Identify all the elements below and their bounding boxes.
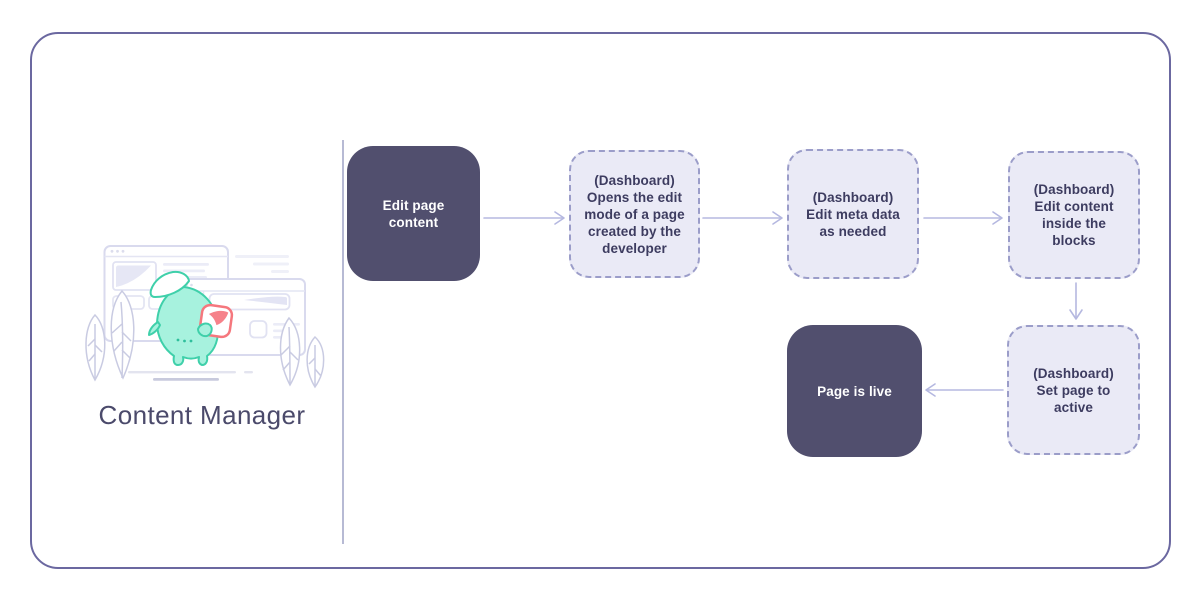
mascot-hand-icon [196, 322, 213, 338]
flow-node-label: (Dashboard) Opens the edit mode of a pag… [584, 172, 685, 256]
mascot-illustration-icon [85, 245, 325, 389]
flow-node-edit-page-content: Edit page content [347, 146, 480, 281]
content-manager-panel: Content Manager [30, 32, 1171, 569]
flow-node-label: Edit page content [382, 197, 445, 230]
flow-node-label: (Dashboard) Edit meta data as needed [806, 189, 900, 239]
page-title: Content Manager [98, 400, 306, 430]
mascot-icon [148, 270, 220, 366]
flow-node-label: Page is live [817, 383, 892, 399]
flow-node-edit-meta-data: (Dashboard) Edit meta data as needed [787, 149, 919, 279]
flow-node-label: (Dashboard) Edit content inside the bloc… [1033, 182, 1115, 248]
flow-node-set-page-active: (Dashboard) Set page to active [1007, 325, 1140, 455]
flow-node-edit-content-blocks: (Dashboard) Edit content inside the bloc… [1008, 151, 1140, 279]
left-plant-icon [85, 289, 135, 382]
right-plant-icon [279, 316, 325, 389]
flow-node-label: (Dashboard) Set page to active [1033, 365, 1114, 415]
ground-lines-icon [128, 371, 253, 381]
flow-node-open-edit-mode: (Dashboard) Opens the edit mode of a pag… [569, 150, 700, 278]
flow-node-page-is-live: Page is live [787, 325, 922, 457]
section-divider [342, 140, 344, 544]
